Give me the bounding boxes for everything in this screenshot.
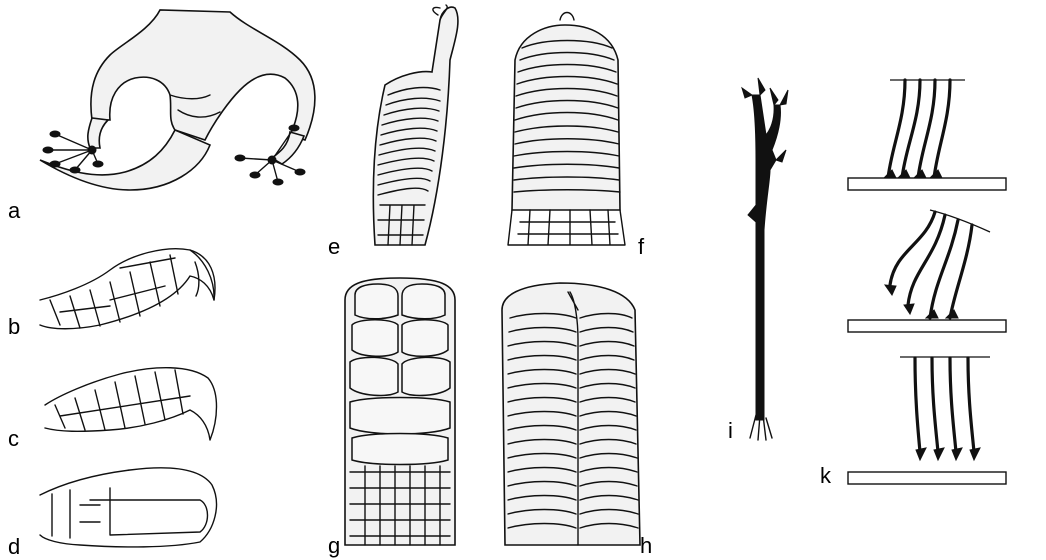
panel-label-g: g	[328, 535, 340, 557]
panel-label-k: k	[820, 465, 831, 487]
surface-plate-1	[848, 178, 1006, 190]
panel-label-c: c	[8, 428, 19, 450]
panel-label-i: i	[728, 420, 733, 442]
setae-attached	[848, 80, 1006, 190]
toe-oblique-e	[373, 5, 458, 245]
gecko-illustration	[40, 10, 315, 190]
panel-label-h: h	[640, 535, 652, 557]
toe-ventral-f	[508, 13, 625, 246]
toe-tip-d	[40, 468, 216, 547]
toe-scansors-g	[345, 278, 455, 545]
panel-label-f: f	[638, 236, 644, 258]
setae-detached	[848, 357, 1006, 484]
toe-divided-h	[502, 283, 640, 545]
toe-tip-c	[45, 368, 217, 440]
surface-plate-3	[848, 472, 1006, 484]
setae-peeling	[848, 210, 1006, 332]
panel-label-b: b	[8, 316, 20, 338]
setae-schematic-k	[848, 80, 1006, 484]
panel-label-d: d	[8, 536, 20, 558]
surface-plate-2	[848, 320, 1006, 332]
gecko-left-leg	[88, 118, 108, 148]
toe-tip-b	[40, 249, 215, 329]
gecko-body	[91, 10, 315, 140]
seta-branched-i	[742, 78, 788, 440]
panel-label-a: a	[8, 200, 20, 222]
panel-label-e: e	[328, 236, 340, 258]
